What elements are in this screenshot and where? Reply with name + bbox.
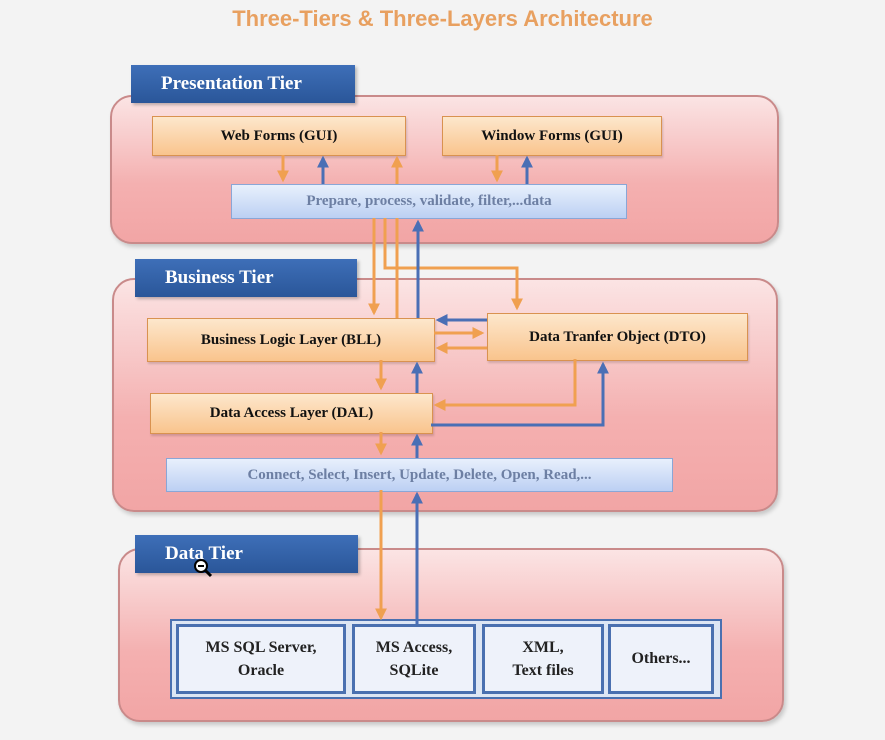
data-tier-label: Data Tier: [135, 535, 358, 573]
data-store-others: Others...: [608, 624, 714, 694]
presentation-tier-label: Presentation Tier: [131, 65, 355, 103]
arrow-dal-to-dto: [431, 361, 609, 427]
dto-box: Data Tranfer Object (DTO): [487, 313, 748, 361]
data-store-access: MS Access,SQLite: [352, 624, 476, 694]
data-store-xml: XML,Text files: [482, 624, 604, 694]
zoom-out-cursor-icon: [194, 559, 213, 578]
business-tier-label: Business Tier: [135, 259, 357, 297]
operations-bar: Connect, Select, Insert, Update, Delete,…: [166, 458, 673, 492]
arrow-process-to-dto: [383, 218, 523, 311]
dal-box: Data Access Layer (DAL): [150, 393, 433, 434]
window-forms-box: Window Forms (GUI): [442, 116, 662, 156]
web-forms-box: Web Forms (GUI): [152, 116, 406, 156]
bll-box: Business Logic Layer (BLL): [147, 318, 435, 362]
arrow-dto-to-dal: [433, 359, 577, 411]
data-store-sqlserver: MS SQL Server,Oracle: [176, 624, 346, 694]
process-bar: Prepare, process, validate, filter,...da…: [231, 184, 627, 219]
diagram-title: Three-Tiers & Three-Layers Architecture: [232, 6, 653, 31]
